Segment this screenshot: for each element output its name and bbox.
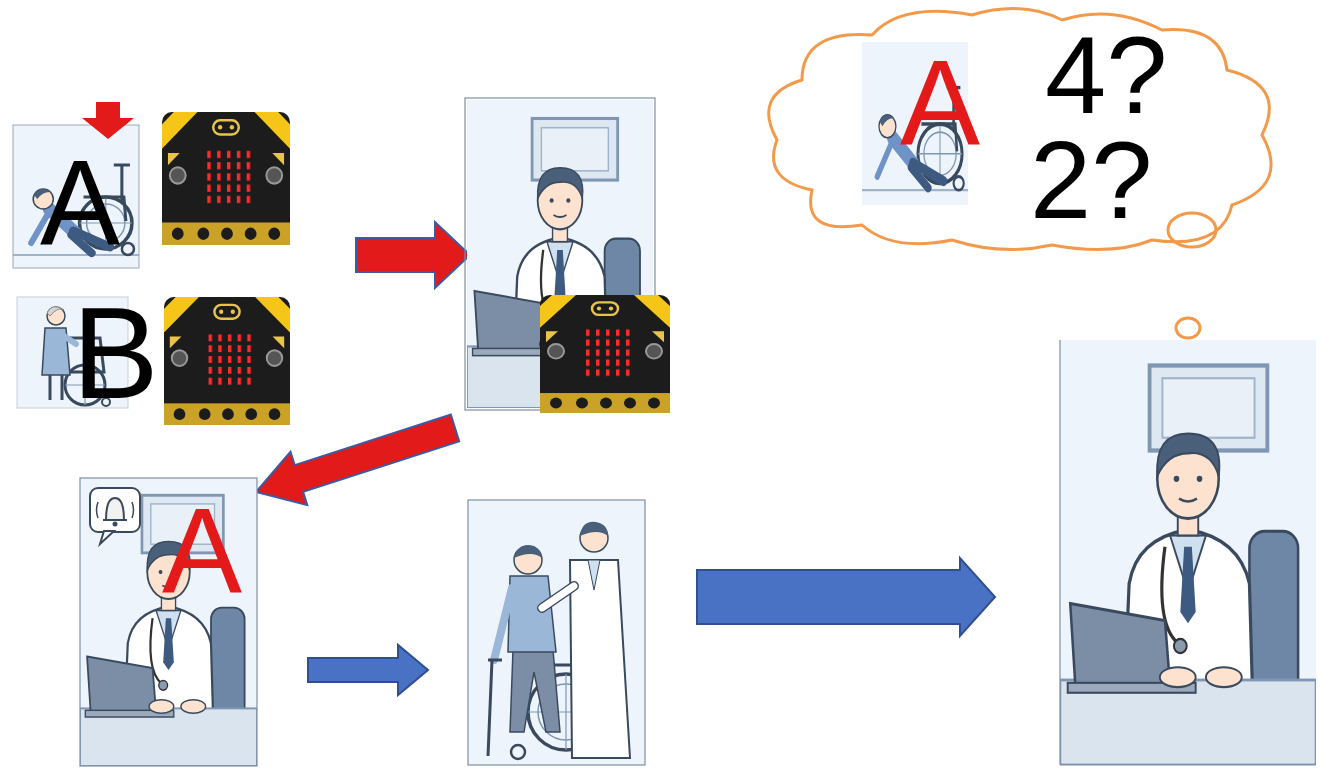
pointer-arrow: [82, 102, 134, 139]
flow-arrow: [256, 415, 459, 506]
node-letter: B: [72, 288, 159, 418]
microbit: [162, 112, 290, 245]
node-letter: A: [162, 490, 242, 610]
node-letter: A: [40, 142, 120, 262]
microbit: [164, 297, 290, 425]
thought-cloud: 4?2? A: [752, 0, 1292, 258]
flow-arrow: [697, 558, 995, 636]
node-letter: A: [900, 42, 980, 162]
node-letter: 4?: [1045, 20, 1167, 130]
picture-panel: A: [862, 42, 984, 205]
picture-panel: B: [17, 285, 162, 421]
doctor-panel: [1060, 340, 1316, 765]
alert-doctor-panel: [80, 478, 257, 766]
picture-panel: A: [13, 125, 139, 270]
helping-panel: [468, 500, 645, 765]
fallen-person-panel: [13, 125, 139, 268]
flow-arrow: [356, 222, 470, 288]
microbit: [540, 295, 670, 413]
flow-arrow: [308, 645, 428, 695]
cloud-outline: [752, 0, 1292, 258]
node-letter: 2?: [1030, 125, 1152, 235]
alert-panel: A: [80, 478, 257, 766]
cloud-outline-path: [769, 9, 1271, 250]
thought-bubble: [1176, 318, 1200, 338]
